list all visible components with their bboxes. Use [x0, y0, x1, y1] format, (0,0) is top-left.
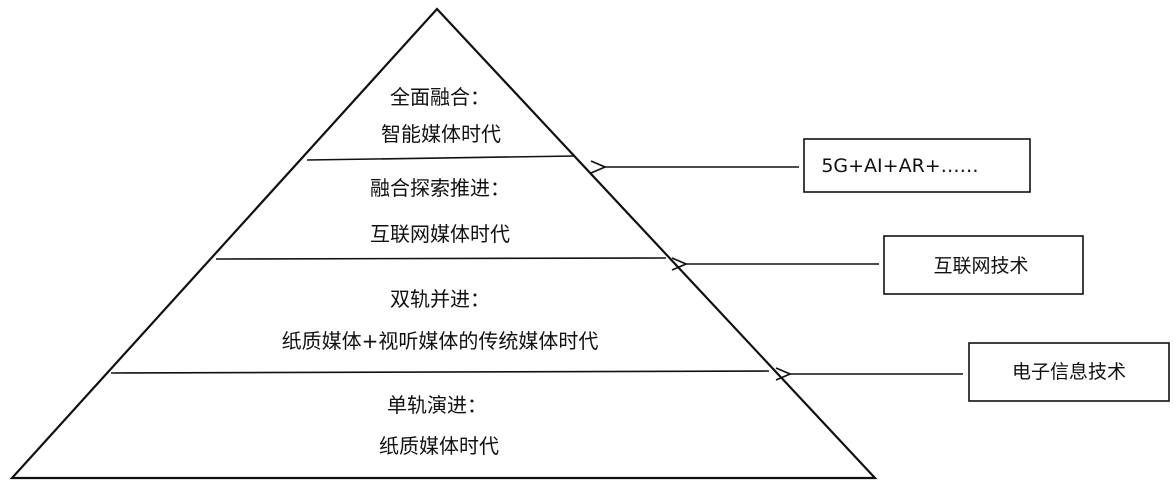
tier-era: 纸质媒体时代: [379, 434, 499, 458]
tech-box-label: 互联网技术: [933, 255, 1028, 277]
tier-heading: 单轨演进：: [387, 393, 487, 417]
tier-print-media: 单轨演进： 纸质媒体时代: [379, 393, 499, 458]
tier-divider-1: [306, 155, 576, 161]
tech-box-label: 5G+AI+AR+……: [821, 155, 978, 177]
tech-box-electronic-info: 电子信息技术: [968, 342, 1170, 402]
tier-traditional-media: 双轨并进： 纸质媒体+视听媒体的传统媒体时代: [282, 287, 599, 353]
tier-era: 智能媒体时代: [381, 122, 501, 146]
tier-divider-3: [110, 370, 770, 374]
tier-era: 互联网媒体时代: [370, 222, 510, 246]
tier-heading: 双轨并进：: [390, 287, 490, 311]
tier-heading: 全面融合：: [390, 85, 490, 109]
tech-box-5g-ai-ar: 5G+AI+AR+……: [803, 138, 1031, 193]
tier-divider-2: [215, 257, 667, 260]
tech-box-frame: [803, 138, 1031, 193]
tier-era: 纸质媒体+视听媒体的传统媒体时代: [282, 329, 599, 353]
pyramid-outline: [9, 7, 878, 480]
tier-intelligent-media: 全面融合： 智能媒体时代: [381, 85, 501, 146]
tech-box-frame: [883, 235, 1084, 295]
tier-internet-media: 融合探索推进： 互联网媒体时代: [370, 176, 510, 246]
tier-heading: 融合探索推进：: [370, 176, 510, 200]
tech-box-label: 电子信息技术: [1012, 361, 1126, 383]
tech-box-internet: 互联网技术: [883, 235, 1084, 295]
tech-box-frame: [968, 342, 1170, 402]
